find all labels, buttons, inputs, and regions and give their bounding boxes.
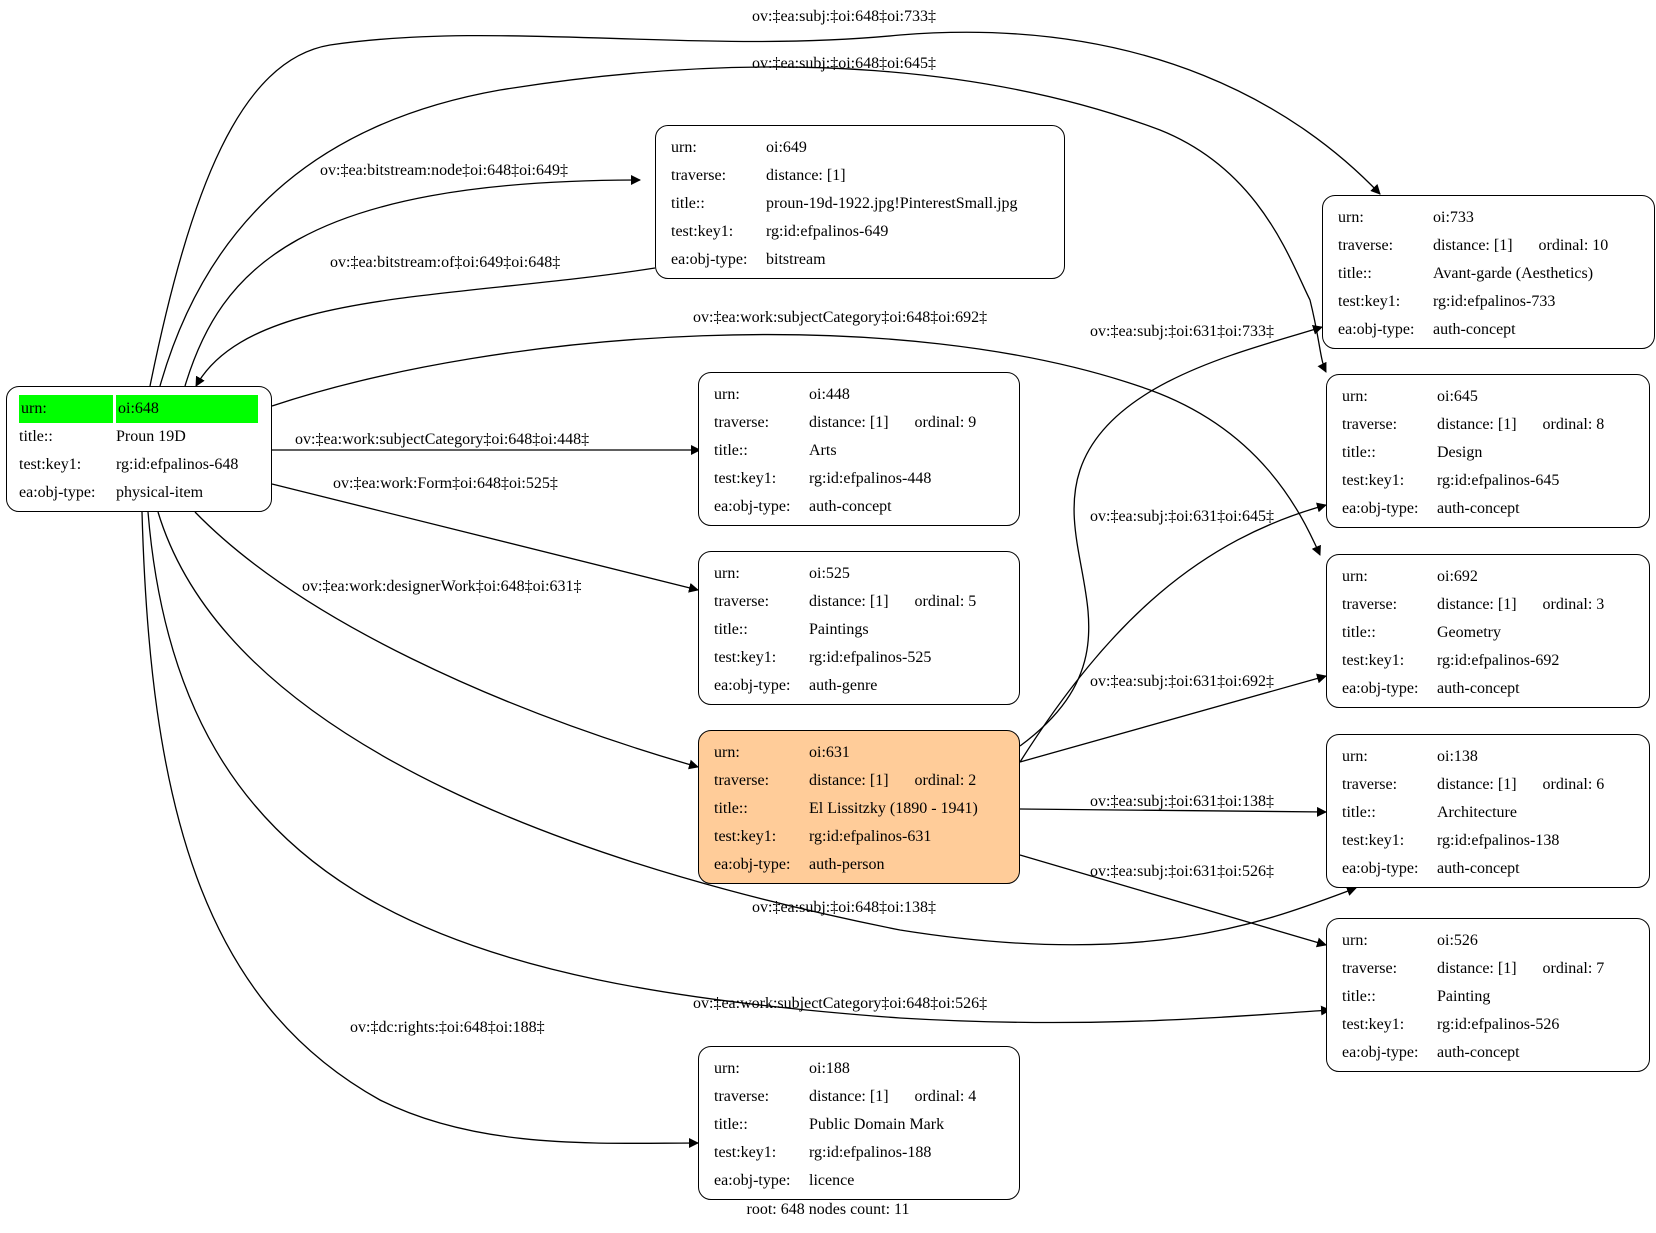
edge-label: ov:‡ea:work:designerWork‡oi:648‡oi:631‡ bbox=[302, 578, 582, 595]
edge-631-526 bbox=[1019, 854, 1327, 948]
node-row-key: test:key1:rg:id:efpalinos-138 bbox=[1342, 832, 1560, 849]
edge-label: ov:‡ea:work:subjectCategory‡oi:648‡oi:69… bbox=[693, 309, 987, 326]
edge-label: ov:‡ea:subj:‡oi:631‡oi:526‡ bbox=[1090, 863, 1274, 880]
node-row-title: title::Arts bbox=[714, 442, 837, 459]
node-row-type: ea:obj-type:licence bbox=[714, 1172, 855, 1189]
graph-footer: root: 648 nodes count: 11 bbox=[746, 1201, 910, 1218]
edge-648-138 bbox=[157, 511, 1357, 946]
node-526[interactable]: urn:oi:526 traverse:distance: [1]ordinal… bbox=[1326, 918, 1650, 1072]
node-649[interactable]: urn:oi:649 traverse:distance: [1] title:… bbox=[655, 125, 1065, 279]
node-row-key: test:key1:rg:id:efpalinos-525 bbox=[714, 649, 932, 666]
node-row-title: title::proun-19d-1922.jpg!PinterestSmall… bbox=[671, 195, 1018, 212]
node-row-traverse: traverse:distance: [1]ordinal: 9 bbox=[714, 414, 977, 431]
edge-label: ov:‡ea:subj:‡oi:631‡oi:138‡ bbox=[1090, 793, 1274, 810]
node-row-type: ea:obj-type:auth-concept bbox=[1338, 321, 1516, 338]
edge-648-692 bbox=[271, 333, 1321, 556]
node-row-type: ea:obj-type:auth-concept bbox=[1342, 1044, 1520, 1061]
node-row-traverse: traverse:distance: [1]ordinal: 5 bbox=[714, 593, 977, 610]
node-row-traverse: traverse:distance: [1]ordinal: 3 bbox=[1342, 596, 1605, 613]
node-row-type: ea:obj-type:auth-concept bbox=[714, 498, 892, 515]
edge-label: ov:‡ea:bitstream:node‡oi:648‡oi:649‡ bbox=[320, 162, 568, 179]
node-188[interactable]: urn:oi:188 traverse:distance: [1]ordinal… bbox=[698, 1046, 1020, 1200]
node-row-urn: urn:oi:692 bbox=[1342, 568, 1478, 585]
node-row-key: test:key1:rg:id:efpalinos-188 bbox=[714, 1144, 932, 1161]
node-row-key: test:key1:rg:id:efpalinos-648 bbox=[19, 456, 239, 473]
edge-631-692 bbox=[1019, 673, 1327, 763]
node-733[interactable]: urn:oi:733 traverse:distance: [1]ordinal… bbox=[1322, 195, 1655, 349]
node-row-traverse: traverse:distance: [1]ordinal: 10 bbox=[1338, 237, 1609, 254]
edge-648-649 bbox=[184, 175, 641, 387]
edge-648-525 bbox=[271, 483, 699, 593]
node-631[interactable]: urn:oi:631 traverse:distance: [1]ordinal… bbox=[698, 730, 1020, 884]
node-row-key: test:key1:rg:id:efpalinos-692 bbox=[1342, 652, 1560, 669]
node-row-urn: urn:oi:645 bbox=[1342, 388, 1478, 405]
node-row-title: title::El Lissitzky (1890 - 1941) bbox=[714, 800, 978, 817]
edge-label: ov:‡ea:work:subjectCategory‡oi:648‡oi:44… bbox=[295, 431, 589, 448]
node-row-title: title::Proun 19D bbox=[19, 428, 186, 445]
edge-label: ov:‡ea:subj:‡oi:631‡oi:692‡ bbox=[1090, 673, 1274, 690]
node-row-traverse: traverse:distance: [1]ordinal: 6 bbox=[1342, 776, 1605, 793]
edge-631-645 bbox=[1019, 502, 1327, 763]
edge-label: ov:‡dc:rights:‡oi:648‡oi:188‡ bbox=[350, 1019, 545, 1036]
node-row-title: title::Painting bbox=[1342, 988, 1491, 1005]
node-row-urn: urn:oi:733 bbox=[1338, 209, 1474, 226]
node-row-traverse: traverse:distance: [1]ordinal: 7 bbox=[1342, 960, 1605, 977]
node-row-key: test:key1:rg:id:efpalinos-631 bbox=[714, 828, 932, 845]
node-row-traverse: traverse:distance: [1]ordinal: 2 bbox=[714, 772, 977, 789]
node-row-urn: urn:oi:631 bbox=[714, 744, 850, 761]
node-row-urn: urn:oi:525 bbox=[714, 565, 850, 582]
node-row-title: title::Paintings bbox=[714, 621, 869, 638]
node-448[interactable]: urn:oi:448 traverse:distance: [1]ordinal… bbox=[698, 372, 1020, 526]
node-525[interactable]: urn:oi:525 traverse:distance: [1]ordinal… bbox=[698, 551, 1020, 705]
node-row-key: test:key1:rg:id:efpalinos-733 bbox=[1338, 293, 1556, 310]
node-row-urn: urn:oi:649 bbox=[671, 139, 807, 156]
edge-label: ov:‡ea:subj:‡oi:648‡oi:645‡ bbox=[752, 55, 936, 72]
node-row-title: title::Architecture bbox=[1342, 804, 1517, 821]
edge-648-733 bbox=[149, 31, 1381, 387]
node-row-type: ea:obj-type:auth-concept bbox=[1342, 680, 1520, 697]
node-row-title: title::Design bbox=[1342, 444, 1483, 461]
node-row-type: ea:obj-type:auth-concept bbox=[1342, 860, 1520, 877]
node-row-urn: urn:oi:448 bbox=[714, 386, 850, 403]
node-row-urn: urn:oi:526 bbox=[1342, 932, 1478, 949]
node-row-type: ea:obj-type:auth-person bbox=[714, 856, 885, 873]
node-692[interactable]: urn:oi:692 traverse:distance: [1]ordinal… bbox=[1326, 554, 1650, 708]
edge-631-733 bbox=[1019, 324, 1323, 747]
edge-label: ov:‡ea:subj:‡oi:631‡oi:645‡ bbox=[1090, 508, 1274, 525]
edge-631-138 bbox=[1019, 806, 1327, 817]
edge-label: ov:‡ea:subj:‡oi:648‡oi:138‡ bbox=[752, 899, 936, 916]
node-row-urn: urn:oi:188 bbox=[714, 1060, 850, 1077]
edge-label: ov:‡ea:subj:‡oi:631‡oi:733‡ bbox=[1090, 323, 1274, 340]
node-row-title: title::Geometry bbox=[1342, 624, 1501, 641]
node-root-648[interactable]: urn:oi:648 title::Proun 19D test:key1:rg… bbox=[6, 386, 272, 512]
node-row-title: title::Avant-garde (Aesthetics) bbox=[1338, 265, 1594, 282]
node-138[interactable]: urn:oi:138 traverse:distance: [1]ordinal… bbox=[1326, 734, 1650, 888]
node-row-type: ea:obj-type:auth-genre bbox=[714, 677, 878, 694]
node-row-key: test:key1:rg:id:efpalinos-448 bbox=[714, 470, 932, 487]
node-row-key: test:key1:rg:id:efpalinos-649 bbox=[671, 223, 889, 240]
node-row-type: ea:obj-type:auth-concept bbox=[1342, 500, 1520, 517]
edge-label: ov:‡ea:bitstream:of‡oi:649‡oi:648‡ bbox=[330, 254, 560, 271]
node-row-type: ea:obj-type:physical-item bbox=[19, 484, 204, 501]
node-row-urn: urn:oi:138 bbox=[1342, 748, 1478, 765]
edge-label: ov:‡ea:work:subjectCategory‡oi:648‡oi:52… bbox=[693, 995, 987, 1012]
edge-label: ov:‡ea:subj:‡oi:648‡oi:733‡ bbox=[752, 8, 936, 25]
edge-648-526 bbox=[147, 511, 1331, 1024]
node-row-title: title::Public Domain Mark bbox=[714, 1116, 945, 1133]
edge-648-188 bbox=[141, 511, 699, 1149]
node-row-urn: urn:oi:648 bbox=[19, 395, 263, 423]
node-row-key: test:key1:rg:id:efpalinos-526 bbox=[1342, 1016, 1560, 1033]
node-row-traverse: traverse:distance: [1]ordinal: 4 bbox=[714, 1088, 977, 1105]
node-645[interactable]: urn:oi:645 traverse:distance: [1]ordinal… bbox=[1326, 374, 1650, 528]
edge-648-631 bbox=[194, 511, 699, 770]
node-row-traverse: traverse:distance: [1]ordinal: 8 bbox=[1342, 416, 1605, 433]
edge-648-645 bbox=[159, 66, 1327, 387]
node-row-type: ea:obj-type:bitstream bbox=[671, 251, 826, 268]
edge-label: ov:‡ea:work:Form‡oi:648‡oi:525‡ bbox=[333, 475, 558, 492]
node-row-traverse: traverse:distance: [1] bbox=[671, 167, 846, 184]
node-row-key: test:key1:rg:id:efpalinos-645 bbox=[1342, 472, 1560, 489]
edge-649-648 bbox=[195, 267, 656, 387]
